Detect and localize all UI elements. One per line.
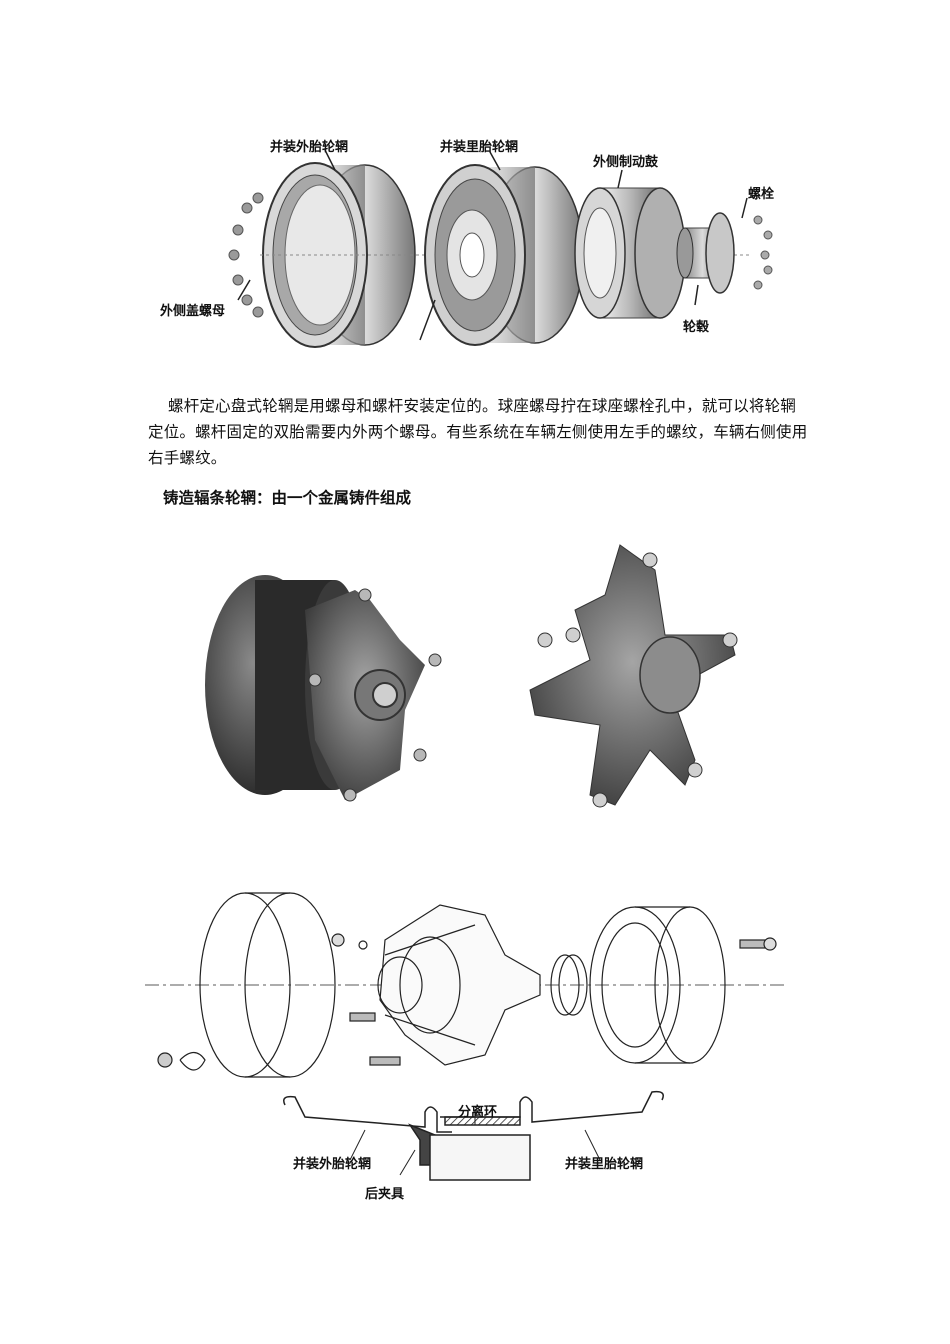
label-cap-nut: 外侧盖螺母 <box>160 304 226 319</box>
nuts-and-studs <box>157 933 401 1071</box>
cast-spoke-wheel-front-view <box>529 544 738 808</box>
label-hub: 轮毂 <box>683 320 710 335</box>
label-bolt: 螺栓 <box>748 187 775 202</box>
label-brake-drum: 外侧制动鼓 <box>593 155 659 170</box>
exploded-dual-wheel-figure: 并装外胎轮辋 并装里胎轮辋 外侧制动鼓 螺栓 外侧盖螺母 轮毂 <box>150 130 800 370</box>
cast-spoke-wheel-side-view <box>205 575 442 802</box>
inner-rim <box>424 164 584 346</box>
brake-drum <box>574 187 686 319</box>
cast-spoke-wheel-drawing <box>205 544 738 808</box>
brake-drum-drawing <box>589 906 726 1064</box>
bolts <box>753 215 773 290</box>
hub <box>676 212 735 294</box>
label-inner-rim: 并装里胎轮辋 <box>440 140 519 155</box>
exploded-dual-wheel-drawing <box>228 149 773 348</box>
label-outer-rim: 并装外胎轮辋 <box>270 140 349 155</box>
label-outer-rim-section: 并装外胎轮辋 <box>293 1157 372 1172</box>
cap-nuts <box>228 192 264 318</box>
exploded-line-drawing <box>145 892 785 1181</box>
body-paragraph: 螺杆定心盘式轮辋是用螺母和螺杆安装定位的。球座螺母拧在球座螺栓孔中，就可以将轮辋… <box>148 393 808 471</box>
label-inner-rim-section: 并装里胎轮辋 <box>565 1157 644 1172</box>
paragraph-text: 螺杆定心盘式轮辋是用螺母和螺杆安装定位的。球座螺母拧在球座螺栓孔中，就可以将轮辋… <box>148 397 808 467</box>
cast-spoke-wheel-photos <box>195 540 755 830</box>
rim-ring <box>199 892 336 1078</box>
section-heading: 铸造辐条轮辋：由一个金属铸件组成 <box>163 489 412 507</box>
rim-cross-section <box>283 1090 664 1181</box>
exploded-line-drawing-figure: 分离环 并装外胎轮辋 并装里胎轮辋 后夹具 <box>145 885 795 1205</box>
cast-spoke-hub <box>377 904 541 1066</box>
label-separation-ring: 分离环 <box>458 1105 498 1120</box>
label-rear-clamp: 后夹具 <box>365 1187 405 1202</box>
